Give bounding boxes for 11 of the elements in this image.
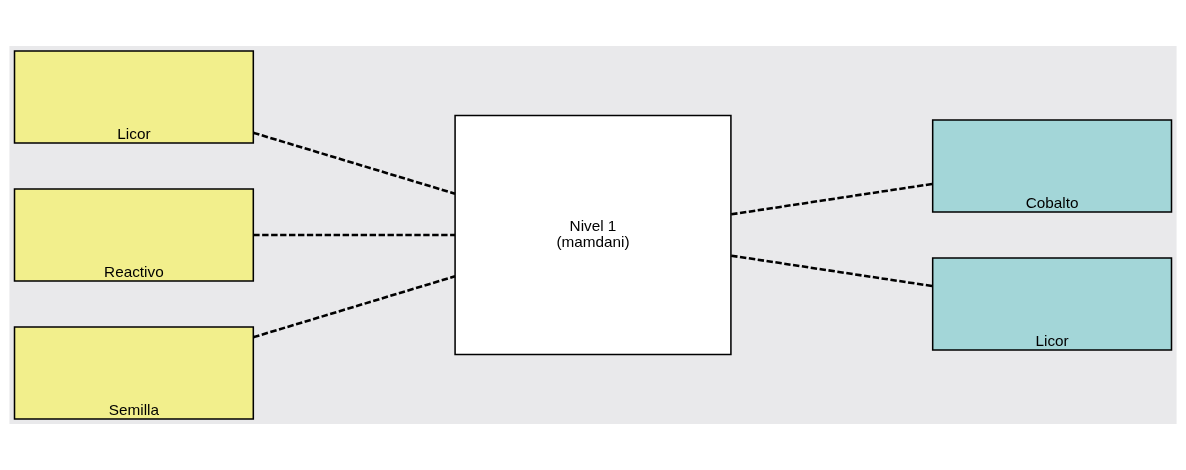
node-box: Nivel 1 (mamdani) — [454, 114, 732, 356]
node-box: Licor — [931, 257, 1173, 351]
node-box: Licor — [13, 50, 255, 144]
connector — [253, 275, 456, 339]
connector — [253, 233, 456, 237]
node-box: Cobalto — [931, 119, 1173, 213]
connector — [731, 254, 933, 288]
connector — [731, 182, 933, 216]
connector — [253, 131, 456, 195]
node-box: Semilla — [13, 326, 255, 420]
node-box: Reactivo — [13, 188, 255, 282]
